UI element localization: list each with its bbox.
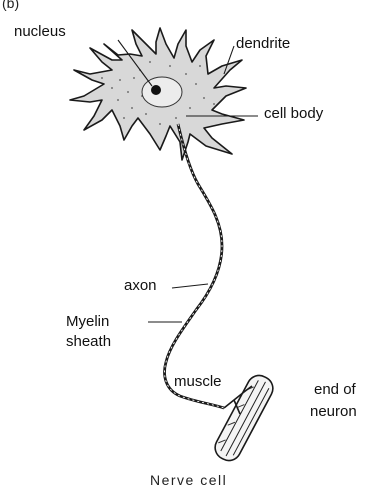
label-axon: axon xyxy=(124,276,157,295)
label-end-of-neuron-line1: end of xyxy=(314,380,356,399)
label-cell-body: cell body xyxy=(264,104,323,123)
label-dendrite: dendrite xyxy=(236,34,290,53)
label-end-of-neuron-line2: neuron xyxy=(310,402,357,421)
label-myelin-line2: sheath xyxy=(66,332,111,351)
axon-fiber xyxy=(165,124,224,408)
label-muscle: muscle xyxy=(174,372,222,391)
nucleolus-dot xyxy=(151,85,161,95)
myelin-sheath-pattern xyxy=(165,124,224,408)
label-nucleus: nucleus xyxy=(14,22,66,41)
label-myelin-line1: Myelin xyxy=(66,312,109,331)
axon-leader xyxy=(172,284,208,288)
diagram-caption: Nerve cell xyxy=(150,472,227,488)
corner-mark: (b) xyxy=(2,0,19,11)
